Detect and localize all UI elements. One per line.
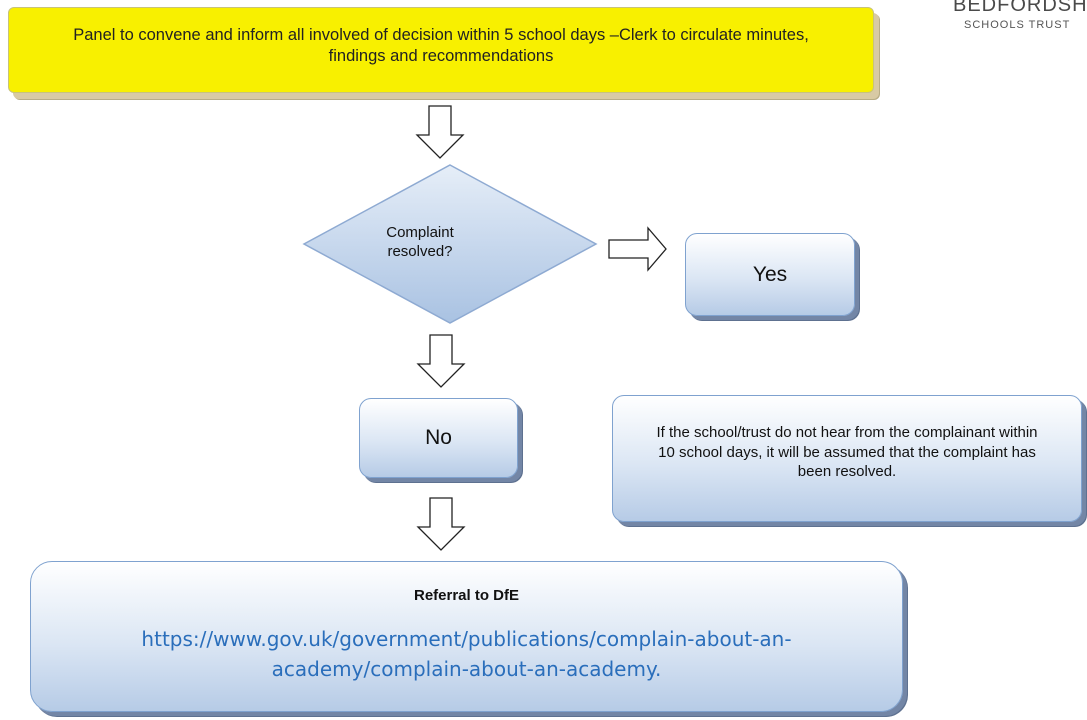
decision-label: Complaint resolved? <box>386 224 454 260</box>
down-arrow-3 <box>416 497 466 551</box>
logo-line-1: BEDFORDSHI <box>953 0 1087 16</box>
logo-line-2: SCHOOLS TRUST <box>964 19 1071 31</box>
no-box: No <box>359 398 518 478</box>
info-note-text: If the school/trust do not hear from the… <box>656 424 1038 481</box>
info-note-box: If the school/trust do not hear from the… <box>612 395 1082 522</box>
no-label: No <box>425 426 452 449</box>
referral-box: Referral to DfE https://www.gov.uk/gover… <box>30 561 903 712</box>
down-arrow-2 <box>416 334 466 388</box>
referral-link[interactable]: https://www.gov.uk/government/publicatio… <box>141 627 792 681</box>
yes-label: Yes <box>752 262 788 286</box>
down-arrow-1 <box>415 105 465 159</box>
yes-box: Yes <box>685 233 855 316</box>
right-arrow <box>608 226 667 272</box>
decision-diamond <box>302 164 598 324</box>
panel-decision-box: Panel to convene and inform all involved… <box>8 7 874 93</box>
trust-logo: BEDFORDSHI SCHOOLS TRUST <box>917 0 1087 60</box>
panel-decision-text: Panel to convene and inform all involved… <box>73 26 809 65</box>
referral-title: Referral to DfE <box>413 587 520 604</box>
